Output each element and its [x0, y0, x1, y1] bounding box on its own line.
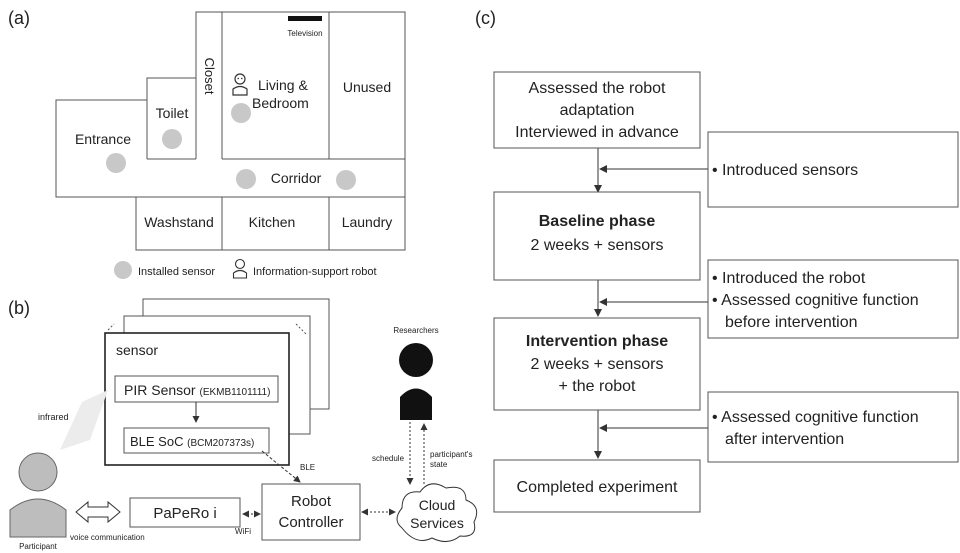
flowchart-panel: (c) Assessed the robot adaptation Interv…: [475, 8, 959, 513]
schedule-label: schedule: [372, 454, 405, 463]
cloud-services-line1: Cloud: [419, 497, 456, 513]
ble-link: [261, 450, 301, 483]
panel-c-label: (c): [475, 8, 496, 28]
researcher-icon: [399, 343, 433, 420]
washstand-label: Washstand: [144, 214, 214, 230]
flow-note-2-line-1: • Introduced the robot: [712, 270, 866, 287]
voice-communication-label: voice communication: [70, 533, 145, 542]
legend-sensor-label: Installed sensor: [138, 266, 215, 278]
cloud-services-line2: Services: [410, 515, 464, 531]
flow-step-4-line-1: Completed experiment: [517, 479, 679, 496]
voice-communication-arrow: [75, 500, 121, 524]
papero-label: PaPeRo i: [153, 505, 216, 522]
flow-note-2-line-3: before intervention: [725, 314, 858, 331]
pir-sensor-label: PIR Sensor (EKMB1101111): [124, 382, 270, 398]
sensor-title: sensor: [116, 342, 158, 358]
panel-b-label: (b): [8, 298, 30, 318]
flow-step-1-line-1: Assessed the robot: [529, 80, 667, 97]
flow-step-3-line-1: 2 weeks + sensors: [531, 356, 664, 373]
flow-note-1-line-1: • Introduced sensors: [712, 162, 858, 179]
flow-step-3-title: Intervention phase: [526, 333, 668, 350]
flow-note-2-box: [707, 259, 959, 339]
installed-sensors: [106, 103, 356, 190]
infrared-label: infrared: [38, 412, 69, 422]
infrared-beam: [60, 390, 108, 450]
bedroom-label: Bedroom: [252, 95, 309, 111]
living-room-label: Living &: [258, 77, 308, 93]
papero-box: [129, 497, 241, 528]
robot-controller-line2: Controller: [278, 514, 343, 531]
floor-plan-legend: Installed sensor Information-support rob…: [114, 258, 377, 279]
television-label: Television: [287, 29, 322, 38]
flow-step-2-line-1: 2 weeks + sensors: [531, 237, 664, 254]
flow-step-1-box: [493, 71, 701, 149]
researchers-label: Researchers: [393, 326, 438, 335]
sensor-marker: [162, 129, 182, 149]
flow-step-4-box: [493, 459, 701, 513]
legend-robot-icon: [232, 258, 248, 279]
flow-note-1-box: [707, 131, 959, 208]
wifi-label: WiFi: [235, 527, 251, 536]
ble-link-label: BLE: [300, 463, 315, 472]
flow-step-1-line-2: adaptation: [560, 102, 635, 119]
cloud-services-shape: [396, 483, 478, 542]
sensor-marker: [231, 103, 251, 123]
floor-plan-panel: (a) Television Closet Living & Bedroom U…: [8, 8, 406, 279]
ble-soc-box: [123, 427, 270, 454]
floor-plan-walls: [55, 11, 406, 251]
pir-sensor-box: [114, 375, 279, 403]
flow-step-2-title: Baseline phase: [539, 213, 656, 230]
toilet-label: Toilet: [156, 105, 189, 121]
participant-label: Participant: [19, 542, 58, 551]
sensor-stack: sensor PIR Sensor (EKMB1101111) BLE SoC …: [104, 298, 330, 466]
television-icon: [288, 16, 322, 21]
flow-note-3-box: [707, 391, 959, 463]
flow-step-3-box: [493, 317, 701, 411]
laundry-label: Laundry: [342, 214, 393, 230]
closet-label: Closet: [202, 58, 217, 95]
sensor-marker: [236, 169, 256, 189]
robot-icon: [232, 73, 248, 96]
ble-soc-label: BLE SoC (BCM207373s): [130, 434, 254, 449]
sensor-marker: [336, 170, 356, 190]
participant-icon: [9, 452, 67, 538]
flow-note-3-line-2: after intervention: [725, 431, 844, 448]
system-diagram-panel: (b) sensor PIR Sensor (EKMB1101111) BLE …: [8, 298, 478, 551]
panel-a-label: (a): [8, 8, 30, 28]
legend-sensor-icon: [114, 261, 132, 279]
corridor-label: Corridor: [271, 170, 322, 186]
sensor-marker: [106, 153, 126, 173]
flow-note-2-line-2: • Assessed cognitive function: [712, 292, 919, 309]
robot-controller-line1: Robot: [291, 493, 332, 510]
flow-note-3-line-1: • Assessed cognitive function: [712, 409, 919, 426]
flow-step-3-line-2: + the robot: [559, 378, 637, 395]
robot-controller-box: [261, 483, 361, 541]
legend-robot-label: Information-support robot: [253, 266, 377, 278]
unused-room-label: Unused: [343, 79, 391, 95]
flow-step-2-box: [493, 191, 701, 281]
flow-step-1-line-3: Interviewed in advance: [515, 124, 679, 141]
kitchen-label: Kitchen: [249, 214, 296, 230]
entrance-label: Entrance: [75, 131, 131, 147]
state-label-line2: state: [430, 460, 448, 469]
state-label-line1: participant's: [430, 450, 472, 459]
